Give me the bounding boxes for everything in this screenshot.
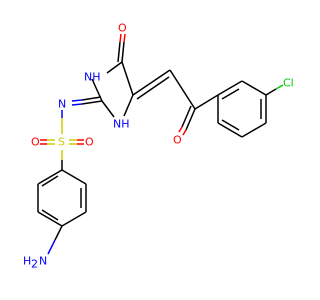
bond [181, 105, 192, 128]
chlorophenyl-ring [217, 80, 284, 138]
atom-label-s: S [58, 136, 65, 149]
bond [106, 61, 123, 74]
bond [37, 169, 63, 185]
bond [119, 33, 122, 43]
molecule-structure: O NH NH N S O O O Cl H 2 N [23, 22, 294, 271]
ketone-chain [132, 69, 219, 136]
atom-label-nh-ring-bottom: NH [113, 118, 130, 131]
bond [61, 169, 87, 185]
imidazolone-ring [91, 33, 134, 118]
bond [41, 175, 59, 187]
bond [136, 76, 170, 100]
atom-label-o-sulfonyl-left: O [31, 136, 40, 149]
atom-label-nh2-n: N [39, 255, 47, 268]
bond [54, 225, 63, 241]
aniline-ring [37, 169, 87, 255]
bond [41, 209, 59, 221]
atom-label-nh-ring-top: NH [84, 71, 101, 84]
bond [121, 61, 134, 96]
bond [47, 239, 56, 255]
bond [194, 94, 219, 110]
bond [221, 88, 240, 100]
bond [101, 100, 115, 118]
bond [217, 80, 243, 96]
bond [169, 69, 196, 110]
bond [117, 41, 121, 63]
atom-label-o-carbonyl: O [118, 22, 127, 35]
sulfonyl-group [40, 110, 84, 170]
molecule-diagram: O NH NH N S O O O Cl H 2 N [23, 22, 294, 271]
atom-label-n-imine: N [58, 98, 66, 111]
atom-label-o-ketone: O [173, 134, 182, 147]
atom-label-nh2-h: H [23, 255, 31, 268]
bond [241, 122, 267, 138]
atom-label-cl: Cl [283, 77, 294, 90]
bond [265, 88, 277, 96]
bond [71, 103, 83, 106]
bond [275, 84, 284, 90]
bond [81, 96, 102, 101]
bond [81, 100, 103, 105]
bond [123, 33, 126, 43]
bond [71, 99, 83, 102]
atom-label-o-sulfonyl-right: O [85, 136, 94, 149]
bond [123, 94, 134, 117]
bond [217, 122, 243, 138]
bond [132, 69, 171, 96]
bond [61, 211, 87, 227]
imine-bond [71, 96, 103, 106]
bond [178, 126, 183, 133]
bond [121, 41, 125, 63]
bond [185, 108, 196, 131]
atom-label-nh2-sub: 2 [31, 258, 38, 271]
bond [241, 80, 267, 96]
bond [221, 119, 240, 131]
bond [37, 211, 63, 227]
bond [182, 129, 187, 136]
